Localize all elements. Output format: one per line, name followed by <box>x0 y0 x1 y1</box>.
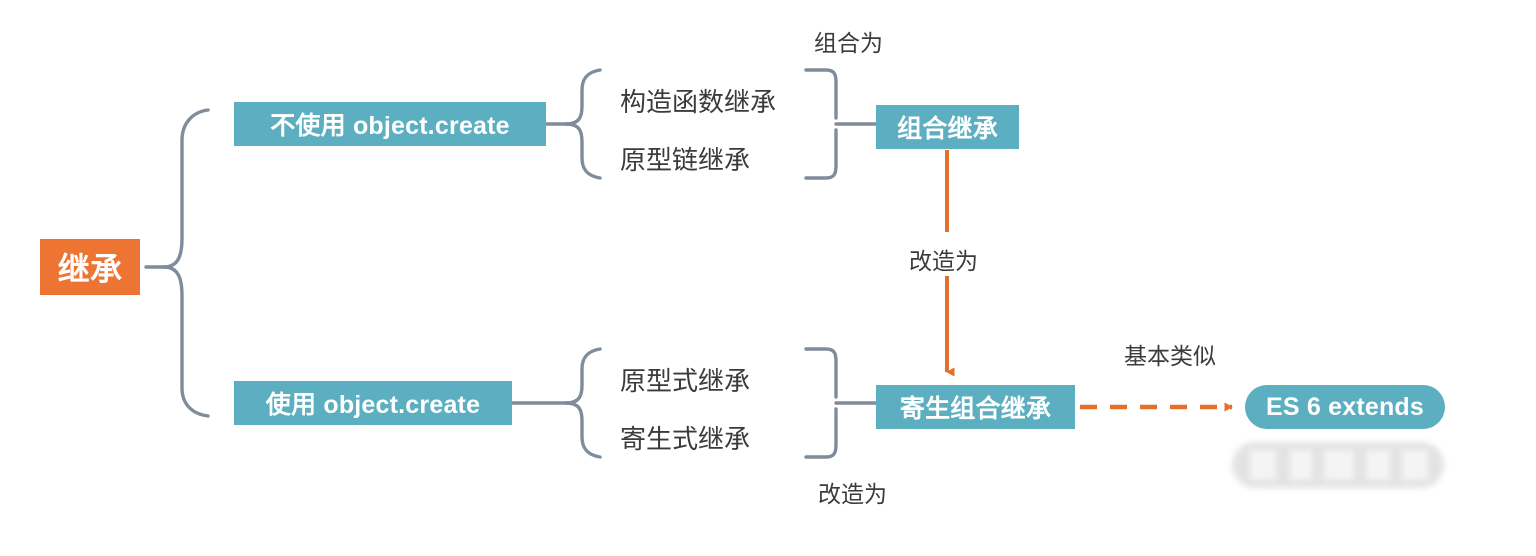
leaf-constructor-inheritance: 构造函数继承 <box>620 87 777 117</box>
redacted-watermark-pill <box>1232 442 1444 488</box>
node-branch-use-object-create[interactable]: 使用 object.create <box>234 381 512 425</box>
node-root-inheritance[interactable]: 继承 <box>40 239 140 295</box>
node-es6-extends[interactable]: ES 6 extends <box>1245 385 1445 429</box>
leaf-parasitic-inheritance: 寄生式继承 <box>620 424 751 454</box>
node-branch-no-object-create[interactable]: 不使用 object.create <box>234 102 546 146</box>
caption-combined-into: 组合为 <box>808 24 889 58</box>
leaf-prototype-chain-inheritance: 原型链继承 <box>620 145 751 175</box>
caption-transformed-into-top: 改造为 <box>903 242 984 276</box>
node-combination-inheritance[interactable]: 组合继承 <box>876 105 1019 149</box>
leaf-prototypal-inheritance: 原型式继承 <box>620 366 751 396</box>
root-brace <box>144 108 210 418</box>
caption-basically-similar: 基本类似 <box>1118 337 1222 371</box>
caption-transformed-into-bottom: 改造为 <box>812 475 893 509</box>
node-parasitic-combination-inheritance[interactable]: 寄生组合继承 <box>876 385 1075 429</box>
